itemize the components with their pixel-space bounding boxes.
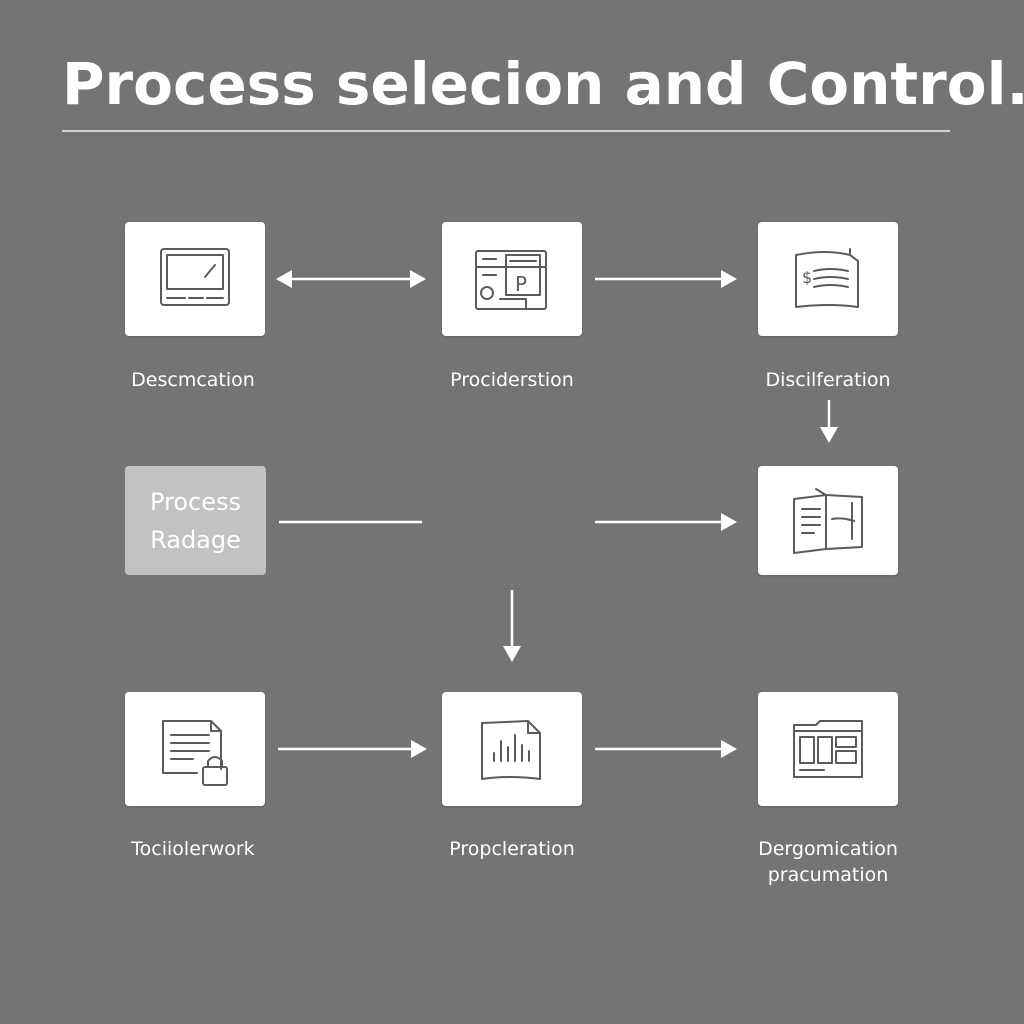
connector-n1-n2: [276, 270, 426, 288]
node-label-pracumation: pracumation: [767, 864, 889, 886]
node-discilferation[interactable]: $: [758, 222, 898, 336]
connector-down-to-n7: [503, 590, 521, 662]
monitor-icon: [160, 248, 230, 306]
node-label-dergomication: Dergomication: [758, 838, 898, 860]
form-card-icon: P: [475, 250, 547, 310]
connector-n6-n7: [278, 740, 427, 758]
svg-text:$: $: [802, 268, 812, 287]
locked-document-icon: [162, 720, 228, 786]
dashboard-folder-icon: [793, 720, 863, 778]
node-label-discilferation: Discilferation: [765, 369, 891, 391]
node-label-prociderstion: Prociderstion: [450, 369, 574, 391]
node-propcleration[interactable]: [442, 692, 582, 806]
node-tociiolerwork[interactable]: [125, 692, 265, 806]
node-descmcation[interactable]: [125, 222, 265, 336]
page-title: Process selecion and Control.: [62, 50, 1024, 118]
chart-document-icon: [481, 720, 541, 780]
node-label-process: Process: [149, 487, 242, 516]
node-label-radage: Radage: [150, 525, 241, 554]
node-prociderstion[interactable]: P: [442, 222, 582, 336]
node-process-radage[interactable]: Process Radage: [125, 466, 266, 575]
open-document-icon: [793, 487, 863, 554]
node-open-document[interactable]: [758, 466, 898, 575]
connector-n2-n3: [595, 270, 737, 288]
node-label-tociiolerwork: Tociiolerwork: [131, 838, 255, 860]
svg-text:P: P: [515, 272, 527, 296]
title-divider: [62, 130, 950, 132]
node-label-descmcation: Descmcation: [131, 369, 255, 391]
node-dergomication[interactable]: [758, 692, 898, 806]
invoice-document-icon: $: [795, 248, 859, 308]
node-label-propcleration: Propcleration: [449, 838, 575, 860]
connector-to-n5: [595, 513, 737, 531]
connector-n7-n8: [595, 740, 737, 758]
connector-n3-n5: [820, 400, 838, 443]
